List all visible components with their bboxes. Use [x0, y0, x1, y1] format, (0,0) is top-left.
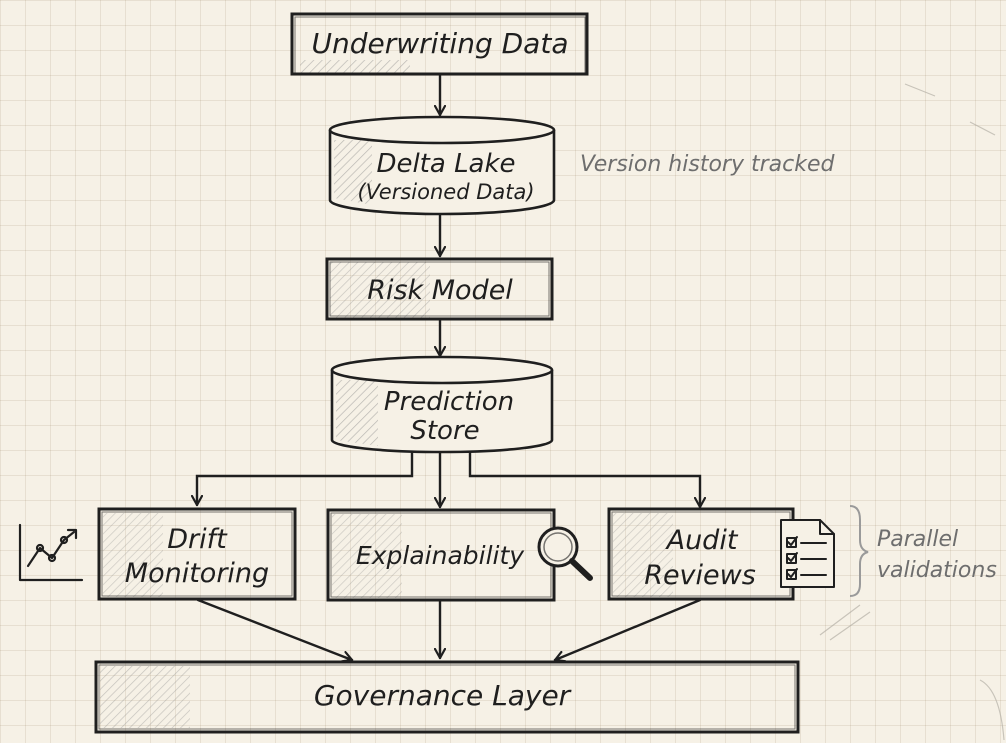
arrow-drift-to-governance: [196, 598, 354, 660]
delta-lake-subtitle: (Versioned Data): [357, 180, 534, 204]
pencil-marks: [819, 83, 1005, 741]
prediction-store-subtitle: Store: [410, 416, 479, 446]
branch-to-drift: [197, 450, 414, 507]
node-underwriting-data: Underwriting Data: [290, 12, 589, 76]
version-history-note: Version history tracked: [580, 152, 835, 177]
parallel-note-line2: validations: [877, 558, 997, 583]
prediction-store-title: Prediction: [384, 387, 514, 417]
node-explainability: Explainability: [326, 508, 556, 602]
checklist-document-icon: [780, 519, 835, 588]
node-drift-monitoring: Drift Monitoring: [97, 507, 297, 601]
node-prediction-store: Prediction Store: [330, 355, 554, 454]
magnifying-glass-icon: [537, 526, 593, 581]
line-chart-icon: [18, 523, 84, 582]
branch-to-audit: [468, 450, 700, 509]
governance-layer-label: Governance Layer: [314, 679, 572, 712]
drift-subtitle: Monitoring: [125, 558, 269, 589]
arrow-audit-to-governance: [553, 598, 702, 660]
audit-subtitle: Reviews: [644, 560, 756, 591]
delta-lake-title: Delta Lake: [376, 149, 515, 179]
explainability-label: Explainability: [356, 541, 525, 570]
connectors: [196, 73, 702, 660]
risk-model-label: Risk Model: [367, 275, 513, 306]
node-audit-reviews: Audit Reviews: [607, 507, 795, 601]
node-governance-layer: Governance Layer: [94, 660, 800, 734]
drift-title: Drift: [167, 524, 228, 555]
parallel-note-line1: Parallel: [877, 527, 958, 552]
node-delta-lake: Delta Lake (Versioned Data): [328, 115, 556, 216]
underwriting-data-label: Underwriting Data: [312, 27, 569, 60]
parallel-brace: [849, 505, 869, 597]
audit-title: Audit: [665, 525, 739, 556]
node-risk-model: Risk Model: [325, 257, 554, 321]
